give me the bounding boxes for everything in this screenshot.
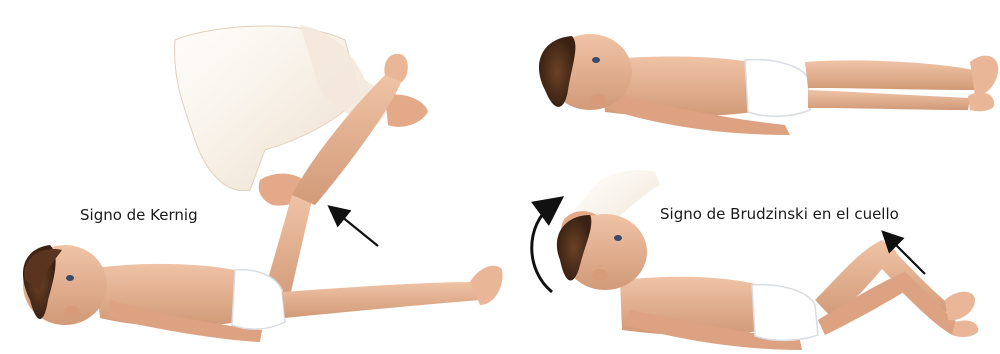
- head-lift-arrow: [532, 205, 552, 292]
- kernig-arrow: [336, 212, 378, 246]
- child-supine: [539, 34, 998, 135]
- examiner-arm: [175, 25, 428, 206]
- brudzinski-sign-label: Signo de Brudzinski en el cuello: [660, 205, 899, 223]
- kernig-scene: [23, 25, 503, 342]
- brudzinski-scene: [532, 170, 978, 350]
- kernig-sign-label: Signo de Kernig: [80, 206, 198, 224]
